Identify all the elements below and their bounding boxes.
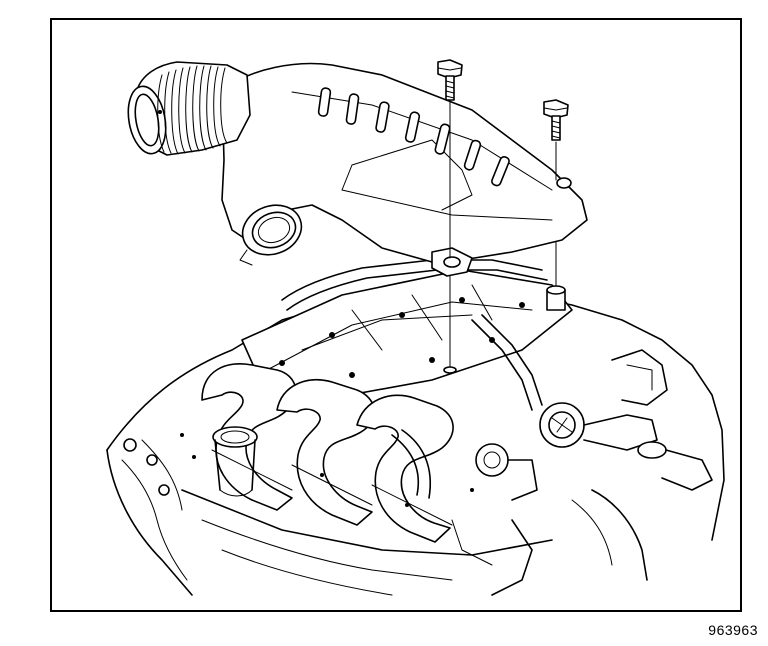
bolt-right (543, 99, 569, 141)
bolt-left-hole (443, 366, 457, 374)
air-intake-duct (127, 61, 251, 156)
figure-id-label: 963963 (708, 622, 758, 638)
engine-illustration (106, 59, 725, 596)
diagram-frame (50, 18, 742, 612)
engine-assembly (106, 259, 725, 596)
upper-intake-cover (221, 62, 588, 277)
bolt-left (437, 59, 463, 101)
